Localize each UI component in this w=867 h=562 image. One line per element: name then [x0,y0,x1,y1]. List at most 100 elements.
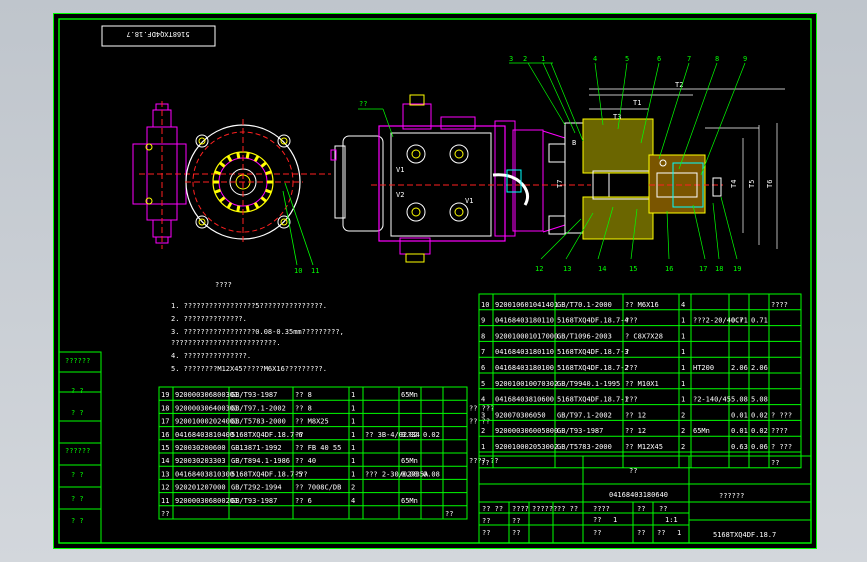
balloon-11: 11 [311,267,319,275]
bom-right-cell: 1 [681,348,685,356]
gear-tooth [219,196,226,203]
rotated-code-text: 5168TXQ4DF.18.7 [126,30,189,38]
bom-right-cell: 0.06 [751,443,768,451]
bom-right-cell: ??? [625,396,638,404]
bom-left-cell: 65Mn [401,391,418,399]
bom-left-cell: 16 [161,431,169,439]
view-mark-v1a: V1 [396,166,404,174]
bom-left-cell: 1 [351,418,355,426]
tech-note-5: 5. ????????M12X45?????M6X16?????????. [171,365,327,373]
bom-left-cell: 65Mn [401,457,418,465]
end-view: 10 11 [132,101,331,275]
bom-right-cell: ? ??? [771,411,792,419]
bom-right-cell: ? C8X7X28 [625,332,663,340]
dim-t5: T5 [748,180,756,188]
bom-right-cell: ?? 12 [625,411,646,419]
bom-right-cell: 920000306005800 [495,427,558,435]
bom-left-cell: ?? 7008C/DB [295,484,341,492]
gear-tooth [236,152,241,159]
bom-left-cell: 1 [351,391,355,399]
bom-right-cell: 5.08 [731,396,748,404]
bom-right-cell: 5.08 [751,396,768,404]
inner-border [58,18,812,544]
bom-right-cell: GB/T9940.1-1995 [557,380,620,388]
bom-left-cell: GB/T93-1987 [231,391,277,399]
bom-left-cell: 11 [161,497,169,505]
gear-tooth [214,170,221,176]
bom-right-cell: 920010002053002 [495,443,558,451]
technical-notes: ???? 1. ?????????????????5??????????????… [171,281,344,373]
bom-left-cell: ???? ?? [469,457,499,465]
bom-right-cell: 65Mn [693,427,710,435]
bom-right-cell: 2 [681,427,685,435]
weight-label-3: ?? [659,505,667,513]
bom-right-cell: 0.01 [731,411,748,419]
bom-left-cell: ?? M8X25 [295,418,329,426]
bom-right-cell: 920070306050 [495,411,546,419]
side-label-2: ? ? [71,387,84,395]
bom-left-cell: 18 [161,404,169,412]
scale-value: 1:1 [665,516,678,524]
balloon-18: 18 [715,265,723,273]
dim-t2: T2 [675,81,683,89]
bom-left-cell: 04168403810300 [175,470,234,478]
side-label-6: ? ? [71,495,84,503]
bom-left-cell: ?? 3B-4/02?34 [365,431,420,439]
drawing-sheet: 5168TXQ4DF.18.7 10 11 [53,13,817,549]
dim-t1: T1 [633,99,641,107]
bom-right-cell: 9 [481,317,485,325]
sign-label-2: ?? [482,529,490,537]
dim-t6: T6 [766,180,774,188]
bom-right-cell: 04168403180100 [495,364,554,372]
weight-label-1: ???? [593,505,610,513]
balloon-7: 7 [687,55,691,63]
bom-left-cell: 920000306800201 [175,497,238,505]
tech-note-4: 4. ???????????????. [171,352,251,360]
bom-left-cell: 2 [351,484,355,492]
title-block: ?? 04168403180640 ?????? 5168TXQ4DF.18.7… [478,455,812,544]
section-view: T1 T2 T3 T4 T5 T6 T7 B 3 2 1 4 5 6 7 8 9 [509,55,785,273]
bom-right-cell: GB/T1096-2003 [557,332,612,340]
bom-right-cell: ?? M10X1 [625,380,659,388]
dim-t4: T4 [730,180,738,188]
bom-right-header-cell: ?? [481,459,489,467]
balloon-19: 19 [733,265,741,273]
bom-left-cell: GB/T894.1-1986 [231,457,290,465]
rotated-code-box: 5168TXQ4DF.18.7 [101,25,216,47]
bom-left-cell: 12 [161,484,169,492]
balloon-10: 10 [294,267,302,275]
balloon-15: 15 [629,265,637,273]
bom-left-cell: 14 [161,457,169,465]
tech-note-1: 1. ?????????????????5???????????????. [171,302,327,310]
bom-left-cell: ?? [295,431,303,439]
bom-left-cell: 0.08 [401,470,418,478]
scale-label-1: ?? [593,529,601,537]
drawing-canvas[interactable]: 5168TXQ4DF.18.7 10 11 [53,13,817,549]
bom-left-cell: 19 [161,391,169,399]
bom-right-cell: 2.06 [751,364,768,372]
bom-left-cell: ?? 6 [295,497,312,505]
side-label-column: ?????? ? ? ? ? ?????? ? ? ? ? ? ? [58,351,102,544]
bom-right-cell: 920010001017000 [495,332,558,340]
bom-right-cell: 8 [481,332,485,340]
bom-left-cell: ??? [295,470,308,478]
bom-right-cell: ? [625,348,629,356]
section-letter: B [572,139,576,147]
bom-right-cell: GB/T97.1-2002 [557,411,612,419]
bom-left-cell: 1 [351,431,355,439]
bom-left-cell: GB/T97.1-2002 [231,404,286,412]
gear-tooth [226,155,233,162]
side-label-5: ? ? [71,471,84,479]
bom-left-cell: ?? 8 [295,391,312,399]
bom-left-cell: ?? ?? [469,418,490,426]
bom-right-cell: 04168403180110 [495,348,554,356]
weight-label-2: ?? [637,505,645,513]
bom-right-cell: GB/T5783-2000 [557,443,612,451]
bom-right-cell: 920010601041401 [495,301,558,309]
rev-label-1: ?? ?? [482,505,503,513]
balloon-4: 4 [593,55,597,63]
balloon-1: 1 [541,55,545,63]
balloon-17: 17 [699,265,707,273]
bom-right-cell: 0.01 [731,427,748,435]
